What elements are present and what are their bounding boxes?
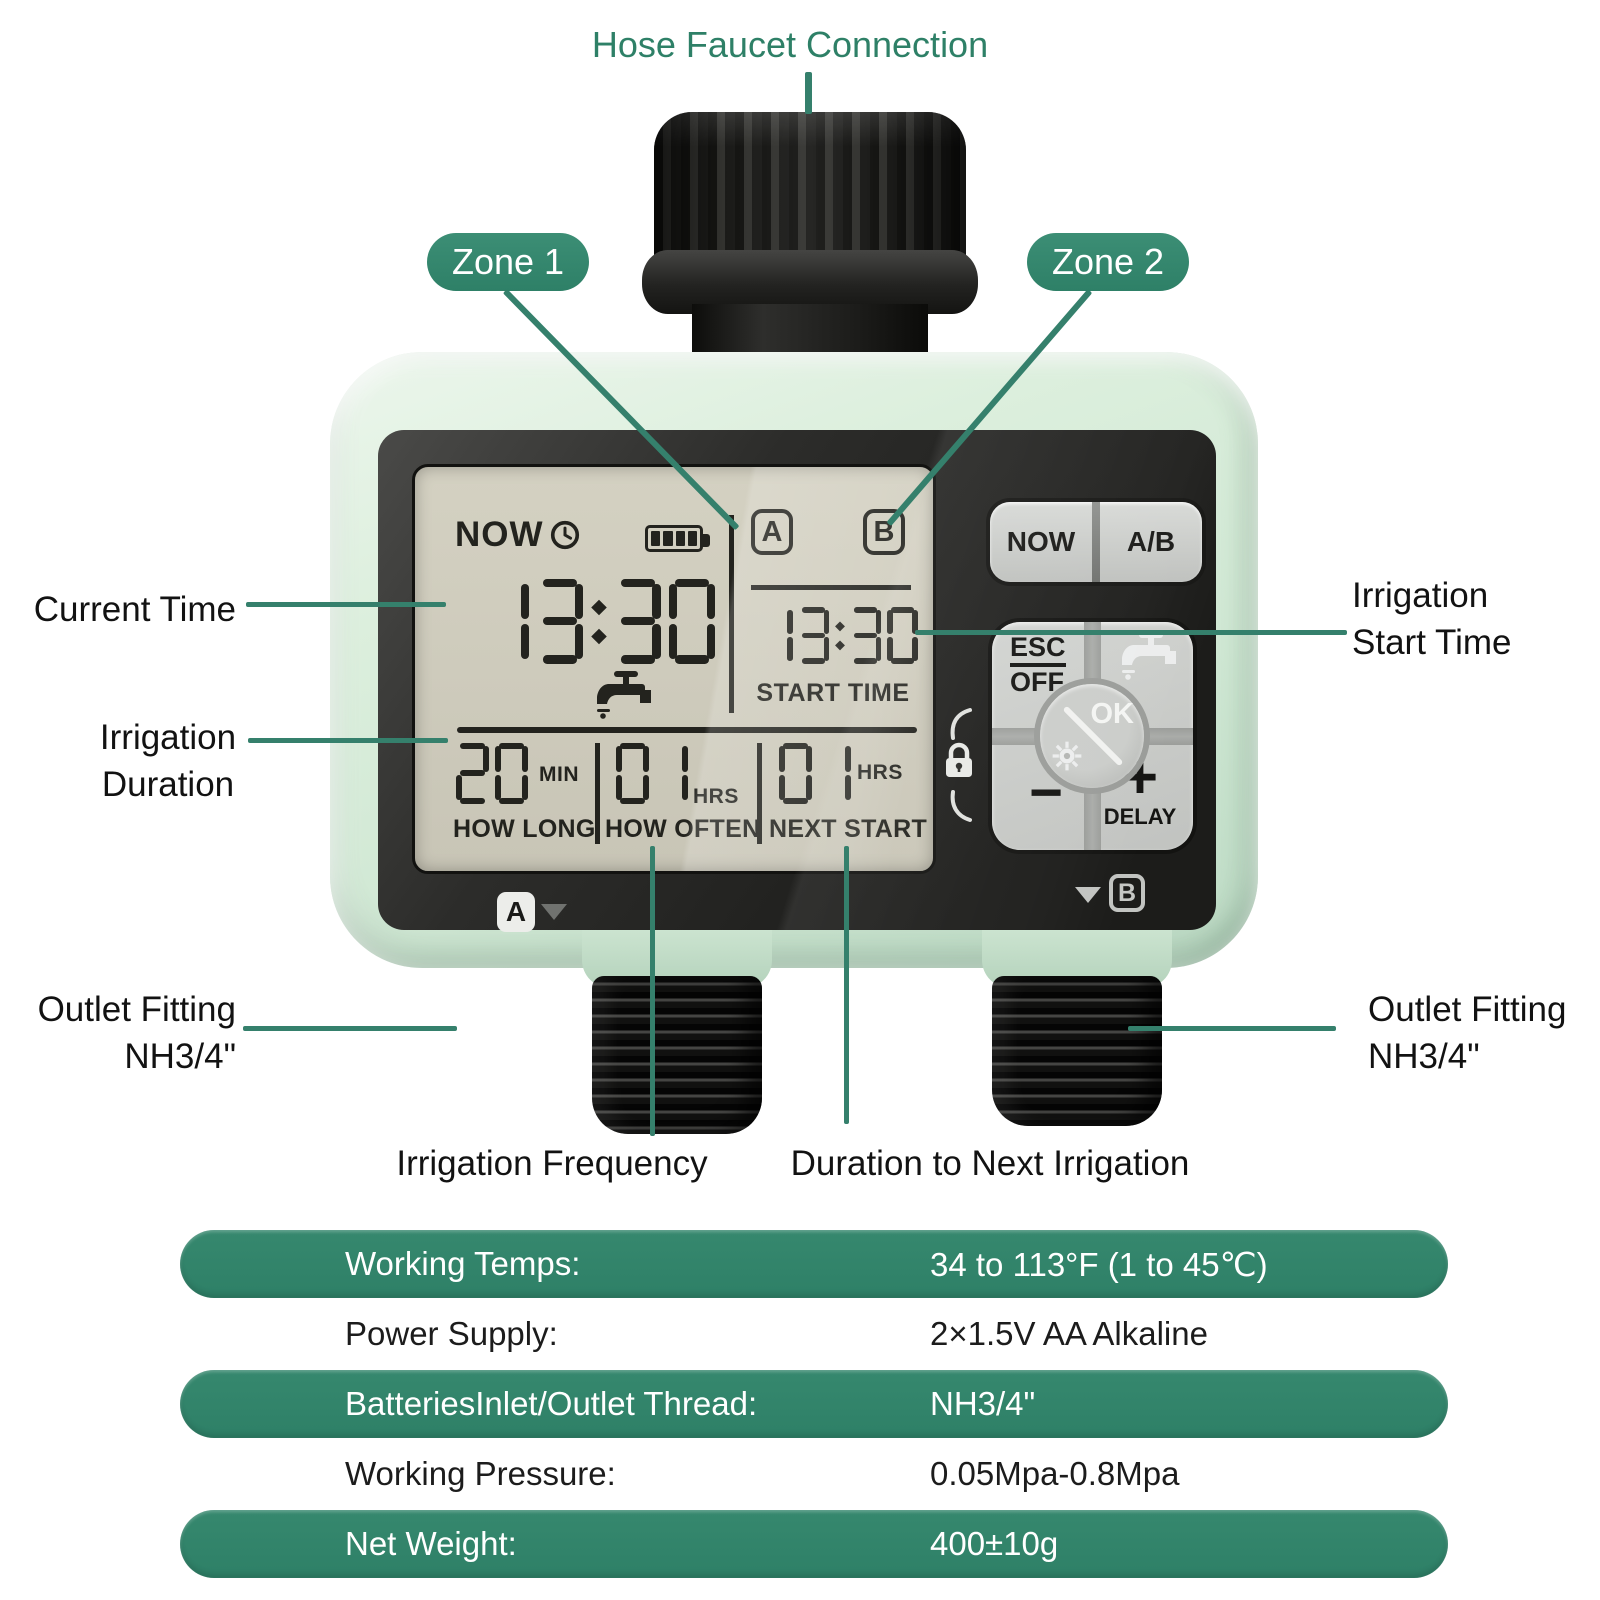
faucet-drip-icon (597, 671, 651, 724)
spec-row: Net Weight: 400±10g (180, 1510, 1448, 1578)
now-button[interactable]: NOW (1006, 526, 1076, 557)
spec-row: BatteriesInlet/Outlet Thread: NH3/4" (180, 1370, 1448, 1438)
frequency-leader-line (650, 846, 655, 1136)
start-time-display (759, 607, 921, 665)
irrigation-start-line1: Irrigation (1352, 576, 1489, 615)
spec-value: 2×1.5V AA Alkaline (930, 1315, 1208, 1352)
spec-label: Working Pressure: (345, 1455, 616, 1492)
zone-a-badge: A (751, 509, 793, 555)
current-time-display (479, 579, 719, 664)
zone-b-marker-label: B (1109, 874, 1145, 912)
current-time-callout: Current Time (33, 590, 236, 629)
spec-label: Power Supply: (345, 1315, 558, 1352)
hose-faucet-connection-label: Hose Faucet Connection (591, 24, 989, 65)
outlet-left-leader-line (243, 1026, 457, 1031)
next-irrigation-callout: Duration to Next Irrigation (790, 1144, 1190, 1183)
irrigation-start-leader-line (915, 630, 1347, 635)
how-often-unit: HRS (693, 785, 739, 808)
now-indicator: NOW (455, 515, 544, 554)
how-long-value (453, 743, 531, 804)
zone-b-marker: B (1075, 874, 1145, 912)
zone-a-marker: A (497, 892, 567, 932)
clock-icon (549, 519, 581, 556)
zone2-badge: Zone 2 (1027, 233, 1189, 291)
irrigation-frequency-callout: Irrigation Frequency (396, 1144, 708, 1183)
spec-row: Power Supply: 2×1.5V AA Alkaline (180, 1300, 1448, 1368)
how-often-label: HOW OFTEN (605, 815, 761, 843)
next-start-value (776, 743, 854, 804)
lock-icon (938, 706, 980, 829)
zone-a-marker-label: A (497, 892, 535, 932)
manual-watering-faucet-icon[interactable] (1121, 632, 1177, 685)
ab-button[interactable]: A/B (1126, 526, 1176, 557)
faucet-connector-neck (692, 304, 928, 360)
ok-label: OK (1090, 698, 1135, 730)
outlet-left-callout: Outlet Fitting NH3/4" (18, 986, 236, 1080)
start-time-label: START TIME (756, 679, 910, 707)
current-time-leader-line (246, 602, 446, 607)
spec-table: Working Temps: 34 to 113°F (1 to 45℃) Powe… (180, 1230, 1448, 1580)
outlet-fitting-left (592, 976, 762, 1134)
spec-label: Working Temps: (345, 1245, 581, 1282)
dpad-control[interactable]: ESC OFF − + DELAY (992, 622, 1193, 850)
esc-label: ESC (1010, 632, 1066, 668)
spec-value: 34 to 113°F (1 to 45℃) (930, 1245, 1268, 1283)
front-panel: NOW A B (378, 430, 1216, 932)
irrigation-duration-line1: Irrigation (99, 718, 237, 757)
ok-button[interactable]: OK (1040, 684, 1144, 788)
next-irrigation-leader-line (844, 846, 849, 1124)
battery-icon (645, 525, 710, 552)
spec-value: 0.05Mpa-0.8Mpa (930, 1455, 1180, 1492)
outlet-right-leader-line (1128, 1026, 1336, 1031)
outlet-fitting-right (992, 976, 1162, 1126)
how-long-label: HOW LONG (453, 815, 596, 843)
lcd-bottom-divider-1 (595, 743, 600, 844)
spec-value: NH3/4" (930, 1385, 1036, 1422)
outlet-right-line1: Outlet Fitting (1368, 990, 1567, 1029)
esc-off-button[interactable]: ESC OFF (1010, 632, 1066, 697)
outlet-right-line2: NH3/4" (1368, 1037, 1480, 1076)
start-time-rule (751, 585, 911, 590)
irrigation-duration-leader-line (248, 738, 448, 743)
now-ab-button-group: NOW A/B (990, 502, 1202, 582)
triangle-down-icon (1075, 887, 1101, 903)
zone1-badge: Zone 1 (427, 233, 589, 291)
spec-label: BatteriesInlet/Outlet Thread: (345, 1385, 758, 1422)
delay-label: DELAY (1103, 804, 1177, 829)
lcd-bottom-divider-2 (757, 743, 762, 844)
plus-delay-button[interactable]: + DELAY (1097, 747, 1183, 830)
lcd-display: NOW A B (412, 464, 936, 874)
outlet-left-line1: Outlet Fitting (37, 990, 236, 1029)
zone1-label: Zone 1 (451, 241, 565, 282)
triangle-down-icon (541, 904, 567, 920)
how-long-unit: MIN (539, 763, 579, 786)
next-start-unit: HRS (857, 761, 903, 784)
button-divider (1092, 502, 1100, 582)
zone2-label: Zone 2 (1051, 241, 1165, 282)
spec-row: Working Pressure: 0.05Mpa-0.8Mpa (180, 1440, 1448, 1508)
faucet-connector-flange (642, 250, 978, 314)
gear-icon (1052, 741, 1082, 776)
lcd-divider-vertical (729, 515, 734, 713)
irrigation-start-callout: Irrigation Start Time (1352, 572, 1592, 666)
lcd-divider-horizontal (457, 727, 917, 733)
irrigation-start-line2: Start Time (1352, 623, 1512, 662)
spec-label: Net Weight: (345, 1525, 517, 1562)
outlet-left-line2: NH3/4" (124, 1037, 236, 1076)
how-often-value (613, 743, 691, 804)
off-label: OFF (1010, 667, 1064, 698)
next-start-label: NEXT START (769, 815, 928, 843)
hose-leader-line (805, 72, 812, 114)
spec-row: Working Temps: 34 to 113°F (1 to 45℃) (180, 1230, 1448, 1298)
irrigation-duration-callout: Irrigation Duration (66, 714, 270, 808)
spec-value: 400±10g (930, 1525, 1059, 1562)
irrigation-duration-line2: Duration (101, 765, 235, 804)
outlet-right-callout: Outlet Fitting NH3/4" (1368, 986, 1598, 1080)
